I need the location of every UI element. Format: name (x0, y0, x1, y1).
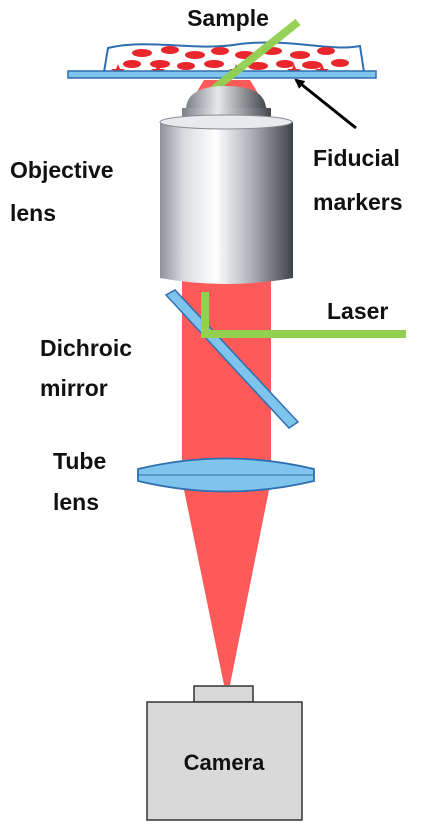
laser-beam (201, 292, 406, 338)
objective-lens (159, 86, 293, 284)
dichroic-mirror-label-line2: mirror (40, 375, 108, 401)
sample-label: Sample (187, 5, 269, 31)
tube-lens-label-line2: lens (53, 489, 99, 515)
objective-lens-label-line1: Objective (10, 157, 114, 183)
camera-label: Camera (184, 750, 265, 775)
tube-lens (137, 457, 315, 493)
objective-lens-label-line2: lens (10, 200, 56, 226)
dichroic-mirror (164, 289, 300, 429)
emission-beam (182, 80, 271, 685)
camera: Camera (146, 685, 303, 821)
coverslip (67, 70, 377, 79)
fiducial-markers-label-line2: markers (313, 189, 403, 215)
laser-illumination-beam (207, 18, 301, 96)
tube-lens-label-line1: Tube (53, 448, 106, 474)
laser-label: Laser (327, 298, 388, 324)
fiducial-arrow (294, 78, 357, 130)
sample-stage (67, 41, 377, 79)
dichroic-mirror-label-line1: Dichroic (40, 335, 132, 361)
fiducial-markers-label-line1: Fiducial (313, 145, 400, 171)
